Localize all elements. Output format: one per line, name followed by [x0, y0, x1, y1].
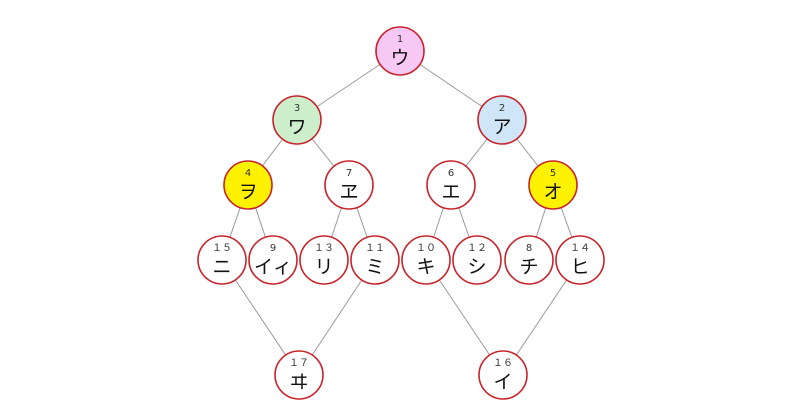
node-kana: イィ [254, 256, 292, 278]
node-n11: １１ ミ [350, 235, 400, 285]
node-number: 3 [294, 103, 300, 114]
node-kana: エ [441, 181, 460, 203]
node-n6: 6エ [426, 160, 476, 210]
node-n8: 8チ [504, 235, 554, 285]
node-kana: ア [492, 116, 511, 138]
node-kana: ミ [365, 256, 384, 278]
node-circle [197, 235, 247, 285]
node-kana: ニ [212, 256, 231, 278]
node-layer: 1ウ3ワ2ア4ヲ7ヱ6エ5オ１５ニ9イィ１３リ１１ミ１０キ１２シ8チ１４ヒ１７ヰ… [197, 26, 605, 400]
node-circle [478, 350, 528, 400]
node-circle [299, 235, 349, 285]
node-n1: 1ウ [375, 26, 425, 76]
node-number: １０ [416, 243, 436, 254]
node-circle [272, 95, 322, 145]
edge-layer [221, 50, 581, 376]
node-circle [248, 235, 298, 285]
node-circle [274, 350, 324, 400]
node-circle [401, 235, 451, 285]
node-number: 7 [346, 168, 352, 179]
node-kana: ヲ [238, 181, 257, 203]
node-circle [350, 235, 400, 285]
node-number: 2 [499, 103, 505, 114]
node-kana: ヰ [289, 371, 308, 393]
node-number: １４ [570, 243, 590, 254]
node-n7: 7ヱ [324, 160, 374, 210]
node-circle [477, 95, 527, 145]
node-kana: オ [543, 181, 562, 203]
node-number: 1 [397, 34, 403, 45]
node-n10: １０ キ [401, 235, 451, 285]
node-n3: 3ワ [272, 95, 322, 145]
node-number: １６ [493, 358, 513, 369]
node-n14: １４ ヒ [555, 235, 605, 285]
node-n4: 4ヲ [223, 160, 273, 210]
node-n2: 2ア [477, 95, 527, 145]
node-kana: リ [314, 256, 333, 278]
node-kana: ヱ [339, 181, 358, 203]
node-n13: １３ リ [299, 235, 349, 285]
node-number: １１ [365, 243, 385, 254]
node-kana: ウ [390, 47, 409, 69]
node-n17: １７ ヰ [274, 350, 324, 400]
node-number: 9 [270, 243, 276, 254]
node-circle [504, 235, 554, 285]
node-circle [375, 26, 425, 76]
node-kana: ワ [287, 116, 306, 138]
node-kana: チ [519, 256, 538, 278]
node-circle [452, 235, 502, 285]
node-number: 6 [448, 168, 454, 179]
node-circle [324, 160, 374, 210]
node-number: 8 [526, 243, 532, 254]
node-n15: １５ ニ [197, 235, 247, 285]
node-number: １２ [467, 243, 487, 254]
node-circle [528, 160, 578, 210]
node-circle [426, 160, 476, 210]
node-kana: キ [416, 256, 435, 278]
node-n12: １２ シ [452, 235, 502, 285]
node-kana: ヒ [570, 256, 589, 278]
node-n5: 5オ [528, 160, 578, 210]
node-n9: 9 イィ [248, 235, 298, 285]
node-n16: １６ イ [478, 350, 528, 400]
node-kana: シ [467, 256, 486, 278]
node-kana: イ [493, 371, 512, 393]
node-circle [223, 160, 273, 210]
node-circle [555, 235, 605, 285]
node-number: １５ [212, 243, 232, 254]
node-number: １７ [289, 358, 309, 369]
node-number: 4 [245, 168, 251, 179]
node-number: １３ [314, 243, 334, 254]
node-number: 5 [550, 168, 556, 179]
